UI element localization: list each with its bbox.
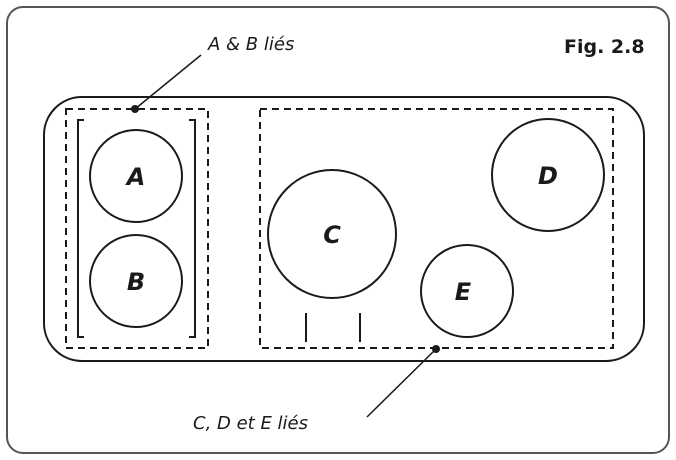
zone-a-label: A	[125, 163, 146, 191]
group-cde-outline	[259, 108, 614, 349]
zone-e	[420, 244, 514, 338]
bracket-left	[77, 119, 84, 338]
callout-cde-dot	[432, 345, 440, 353]
group-ab-outline	[65, 108, 209, 349]
hob-outline	[43, 96, 645, 362]
zone-e-label: E	[455, 278, 472, 306]
zone-c-label: C	[323, 221, 341, 249]
callout-cde-text: C, D et E liés	[193, 413, 308, 434]
zone-a	[89, 129, 183, 223]
zone-c	[267, 169, 397, 299]
zone-b	[89, 234, 183, 328]
zone-d	[491, 118, 605, 232]
callout-ab-leader	[134, 54, 202, 110]
figure-label: Fig. 2.8	[564, 36, 645, 58]
callout-cde-leader	[366, 348, 437, 418]
bracket-right	[189, 119, 196, 338]
figure-frame	[6, 6, 670, 454]
zone-d-label: D	[538, 162, 558, 190]
callout-ab-dot	[131, 105, 139, 113]
zone-b-label: B	[127, 268, 145, 296]
callout-ab-text: A & B liés	[207, 34, 294, 55]
